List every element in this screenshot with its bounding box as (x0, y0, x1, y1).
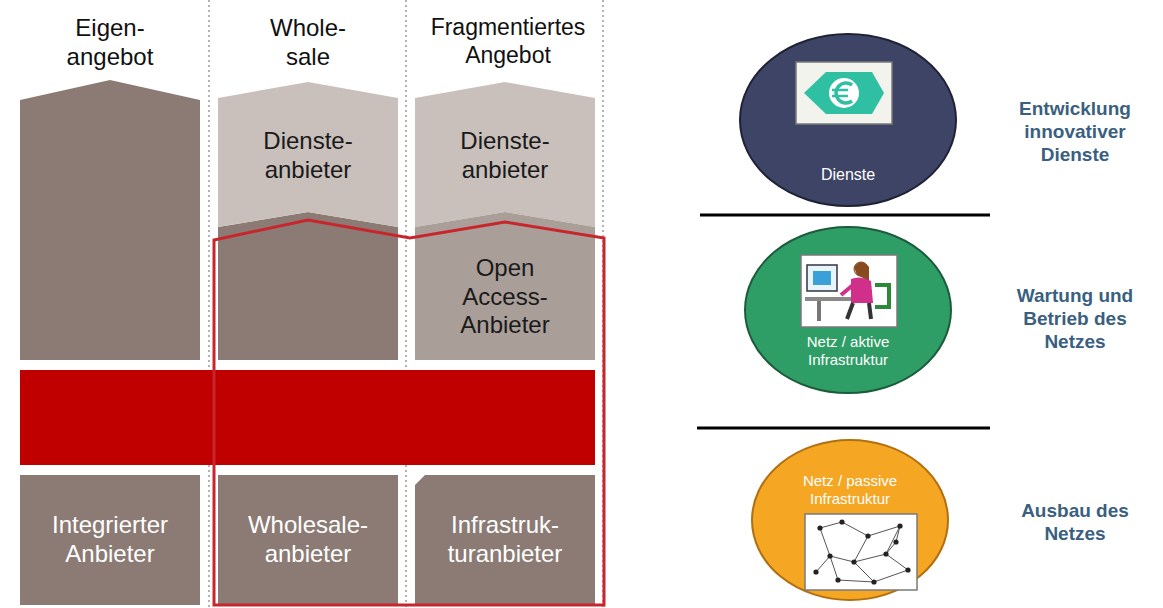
active-network-circle-outline (743, 225, 953, 395)
wholesale-provider-box: Wholesale- anbieter (218, 475, 398, 605)
layer-description: Ausbau des Netzes (995, 500, 1155, 546)
node-text: Dienste (773, 165, 923, 184)
column-header: Eigen- angebot (40, 14, 180, 72)
passive-network-circle-outline (750, 438, 950, 602)
integrated-provider-box: Integrierter Anbieter (20, 475, 200, 605)
node-text: Integrierter Anbieter (28, 511, 193, 569)
wholesale-network-shape (218, 212, 398, 360)
node-text: Wholesale- anbieter (226, 511, 391, 569)
layer-description: Wartung und Betrieb des Netzes (995, 285, 1155, 353)
column-header: Whole- sale (248, 14, 368, 72)
node-text: Dienste- anbieter (233, 127, 383, 185)
infrastructure-provider-box: Infrastruk- turanbieter (415, 475, 595, 605)
separator-line (697, 427, 990, 430)
service-provider-shape-outline (218, 82, 398, 228)
open-access-shape: Open Access- Anbieter (415, 212, 595, 360)
node-text: Open Access- Anbieter (444, 254, 566, 340)
integrated-column-shape (20, 80, 200, 360)
node-text: Netz / aktive Infrastruktur (773, 333, 923, 369)
red-band (20, 370, 595, 465)
passive-network-circle: Netz / passive Infrastruktur (750, 438, 950, 602)
node-text: Dienste- anbieter (430, 127, 580, 185)
column-header: Fragmentiertes Angebot (410, 14, 606, 69)
column-separators (209, 0, 603, 608)
service-provider-shape: Dienste- anbieter (218, 82, 398, 228)
service-provider-shape-outline (415, 82, 595, 228)
services-circle: Dienste (738, 32, 958, 208)
layer-description: Entwicklung innovativer Dienste (995, 98, 1155, 166)
active-network-circle: Netz / aktive Infrastruktur (743, 225, 953, 395)
node-text: Netz / passive Infrastruktur (765, 472, 935, 508)
service-provider-shape: Dienste- anbieter (415, 82, 595, 228)
separator-line (700, 214, 990, 217)
red-outline (214, 220, 604, 605)
node-text: Infrastruk- turanbieter (423, 511, 588, 569)
